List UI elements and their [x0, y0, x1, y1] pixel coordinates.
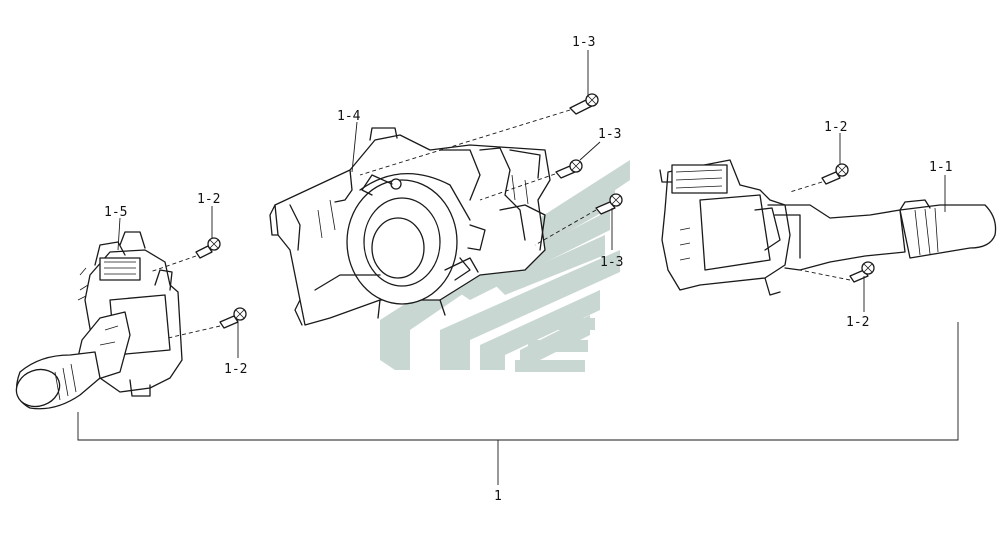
callout-assembly-1: 1 — [494, 489, 502, 504]
callout-1-3-lower: 1-3 — [600, 255, 623, 270]
screw-1-3-lower-icon — [595, 193, 623, 215]
callout-1-1: 1-1 — [929, 160, 952, 175]
leader-lines — [77, 50, 959, 485]
wiper-switch-1-1-drawing — [659, 159, 997, 296]
callout-1-5: 1-5 — [104, 205, 127, 220]
screw-1-2-right-upper-icon — [821, 163, 849, 185]
screw-1-2-left-lower-icon — [219, 307, 247, 329]
callout-1-3-mid: 1-3 — [598, 127, 621, 142]
callout-1-2-right-upper: 1-2 — [824, 120, 847, 135]
screw-1-3-mid-icon — [555, 159, 583, 179]
callout-1-3-top: 1-3 — [572, 35, 595, 50]
switch-1-5-drawing — [15, 231, 183, 410]
screw-1-2-right-lower-icon — [849, 261, 875, 283]
callout-1-2-left-upper: 1-2 — [197, 192, 220, 207]
callout-1-4: 1-4 — [337, 109, 361, 124]
callout-1-2-left-lower: 1-2 — [224, 362, 247, 377]
screw-1-3-top-icon — [569, 93, 599, 115]
callout-1-2-right-lower: 1-2 — [846, 315, 869, 330]
screw-1-2-left-upper-icon — [195, 237, 221, 259]
alignment-lines — [149, 109, 851, 339]
combination-switch-body-1-4-drawing — [269, 127, 551, 326]
